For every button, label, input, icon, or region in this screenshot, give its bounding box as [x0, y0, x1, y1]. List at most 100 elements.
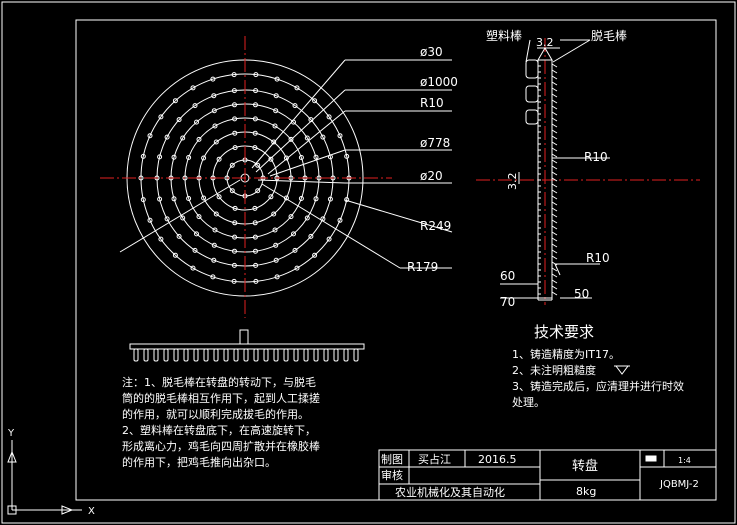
rod-hole: [164, 134, 170, 140]
rod-hole: [211, 93, 217, 99]
tb-scale: 1:4: [678, 456, 691, 465]
rod-hole: [196, 136, 202, 142]
rod-hole: [255, 188, 261, 194]
bristle-tooth: [551, 165, 558, 170]
note-line-6: 的作用下，把鸡毛推向出杂口。: [122, 455, 276, 469]
rod-hole: [171, 196, 177, 202]
rod-hole: [252, 234, 258, 240]
ucs-y-label: Y: [7, 428, 15, 439]
bristle-tooth: [551, 135, 558, 140]
rod-hole: [344, 153, 350, 159]
rod-hole: [337, 133, 343, 139]
rod-hole: [231, 72, 237, 78]
rod-hole: [180, 215, 186, 221]
bristle-tooth: [551, 213, 558, 218]
rod-hole: [157, 196, 163, 202]
rod-hole: [268, 156, 274, 162]
rod-hole: [192, 103, 198, 109]
tb-part-name: 转盘: [572, 458, 598, 474]
rod-hole: [274, 274, 280, 280]
rod-hole: [164, 216, 170, 222]
rod-hole: [210, 76, 216, 82]
tech-item-2: 2、未注明粗糙度: [512, 363, 596, 377]
rod-hole: [292, 103, 298, 109]
rod-hole: [344, 197, 350, 203]
rod-hole: [192, 247, 198, 253]
rod-hole: [213, 139, 219, 145]
tb-check-label: 审核: [381, 468, 403, 482]
rod-hole: [232, 145, 238, 151]
rod-hole: [232, 248, 237, 254]
rod-hole: [194, 231, 199, 237]
tech-item-1: 1、铸造精度为IT17。: [512, 347, 620, 361]
dim-d30: ø30: [420, 45, 443, 59]
profile-peg: [273, 348, 279, 362]
rod-hole: [140, 197, 146, 203]
rod-hole: [157, 154, 163, 160]
rod-hole: [216, 194, 222, 200]
profile-peg: [323, 348, 329, 362]
rod-hole: [211, 242, 217, 248]
rod-hole: [194, 119, 199, 125]
rod-hole: [216, 156, 222, 162]
bristle-tooth: [551, 285, 558, 290]
profile-peg: [253, 348, 259, 362]
rod-hole: [283, 155, 289, 161]
rod-hole: [292, 247, 298, 253]
bristle-tooth: [551, 63, 558, 68]
bristle-tooth: [551, 129, 558, 134]
rod-hole: [298, 155, 304, 160]
profile-peg: [133, 348, 139, 362]
dim-3-2-top: 3.2: [536, 36, 554, 49]
bristle-tooth: [551, 105, 558, 110]
bristle-tooth: [551, 201, 558, 206]
rod-hole: [176, 233, 182, 239]
turntable-side-view: [537, 47, 558, 301]
profile-peg: [353, 348, 359, 362]
rod-hole: [147, 217, 153, 223]
rod-hole: [320, 134, 326, 140]
rod-hole: [313, 196, 319, 202]
bristle-tooth: [551, 237, 558, 242]
rod-hole: [304, 135, 310, 141]
rod-hole: [312, 252, 318, 258]
bristle-tooth: [551, 183, 558, 188]
profile-peg: [183, 348, 189, 362]
rod-hole: [253, 72, 259, 78]
rod-hole: [272, 123, 278, 129]
bristle-tooth: [551, 225, 558, 230]
rod-hole: [253, 248, 258, 254]
tb-date: 2016.5: [478, 453, 517, 466]
note-line-4: 2、塑料棒在转盘底下，在高速旋转下，: [122, 423, 316, 437]
profile-peg: [243, 348, 249, 362]
note-line-5: 形成离心力，鸡毛向四周扩散并在橡胶棒: [122, 439, 320, 453]
ucs-x-label: X: [88, 506, 95, 517]
profile-peg: [203, 348, 209, 362]
bristle-tooth: [551, 141, 558, 146]
bristle-tooth: [551, 255, 558, 260]
dim-r249: R249: [420, 219, 451, 233]
rod-hole: [196, 214, 202, 220]
dim-60: 60: [500, 269, 515, 283]
center-lines: [100, 36, 700, 318]
rod-hole: [327, 196, 333, 202]
rod-hole: [171, 154, 177, 160]
bristle-tooth: [551, 87, 558, 92]
note-line-1: 注：1、脱毛棒在转盘的转动下，与脱毛: [122, 375, 316, 389]
rod-hole: [211, 108, 217, 114]
rod-hole: [298, 196, 304, 201]
rod-hole: [313, 154, 319, 160]
dim-d778: ø778: [420, 136, 450, 150]
rod-hole: [271, 211, 277, 217]
rod-hole: [212, 227, 218, 233]
rod-hole: [312, 98, 318, 104]
tech-title: 技术要求: [534, 323, 594, 341]
label-plastic-rod: 塑料棒: [486, 28, 522, 43]
rod-hole: [253, 88, 259, 94]
bristle-tooth: [551, 171, 558, 176]
bristle-tooth: [551, 279, 558, 284]
dim-r179: R179: [407, 260, 438, 274]
bristle-tooth: [551, 291, 558, 296]
rod-hole: [231, 88, 237, 94]
rod-hole: [271, 139, 277, 145]
